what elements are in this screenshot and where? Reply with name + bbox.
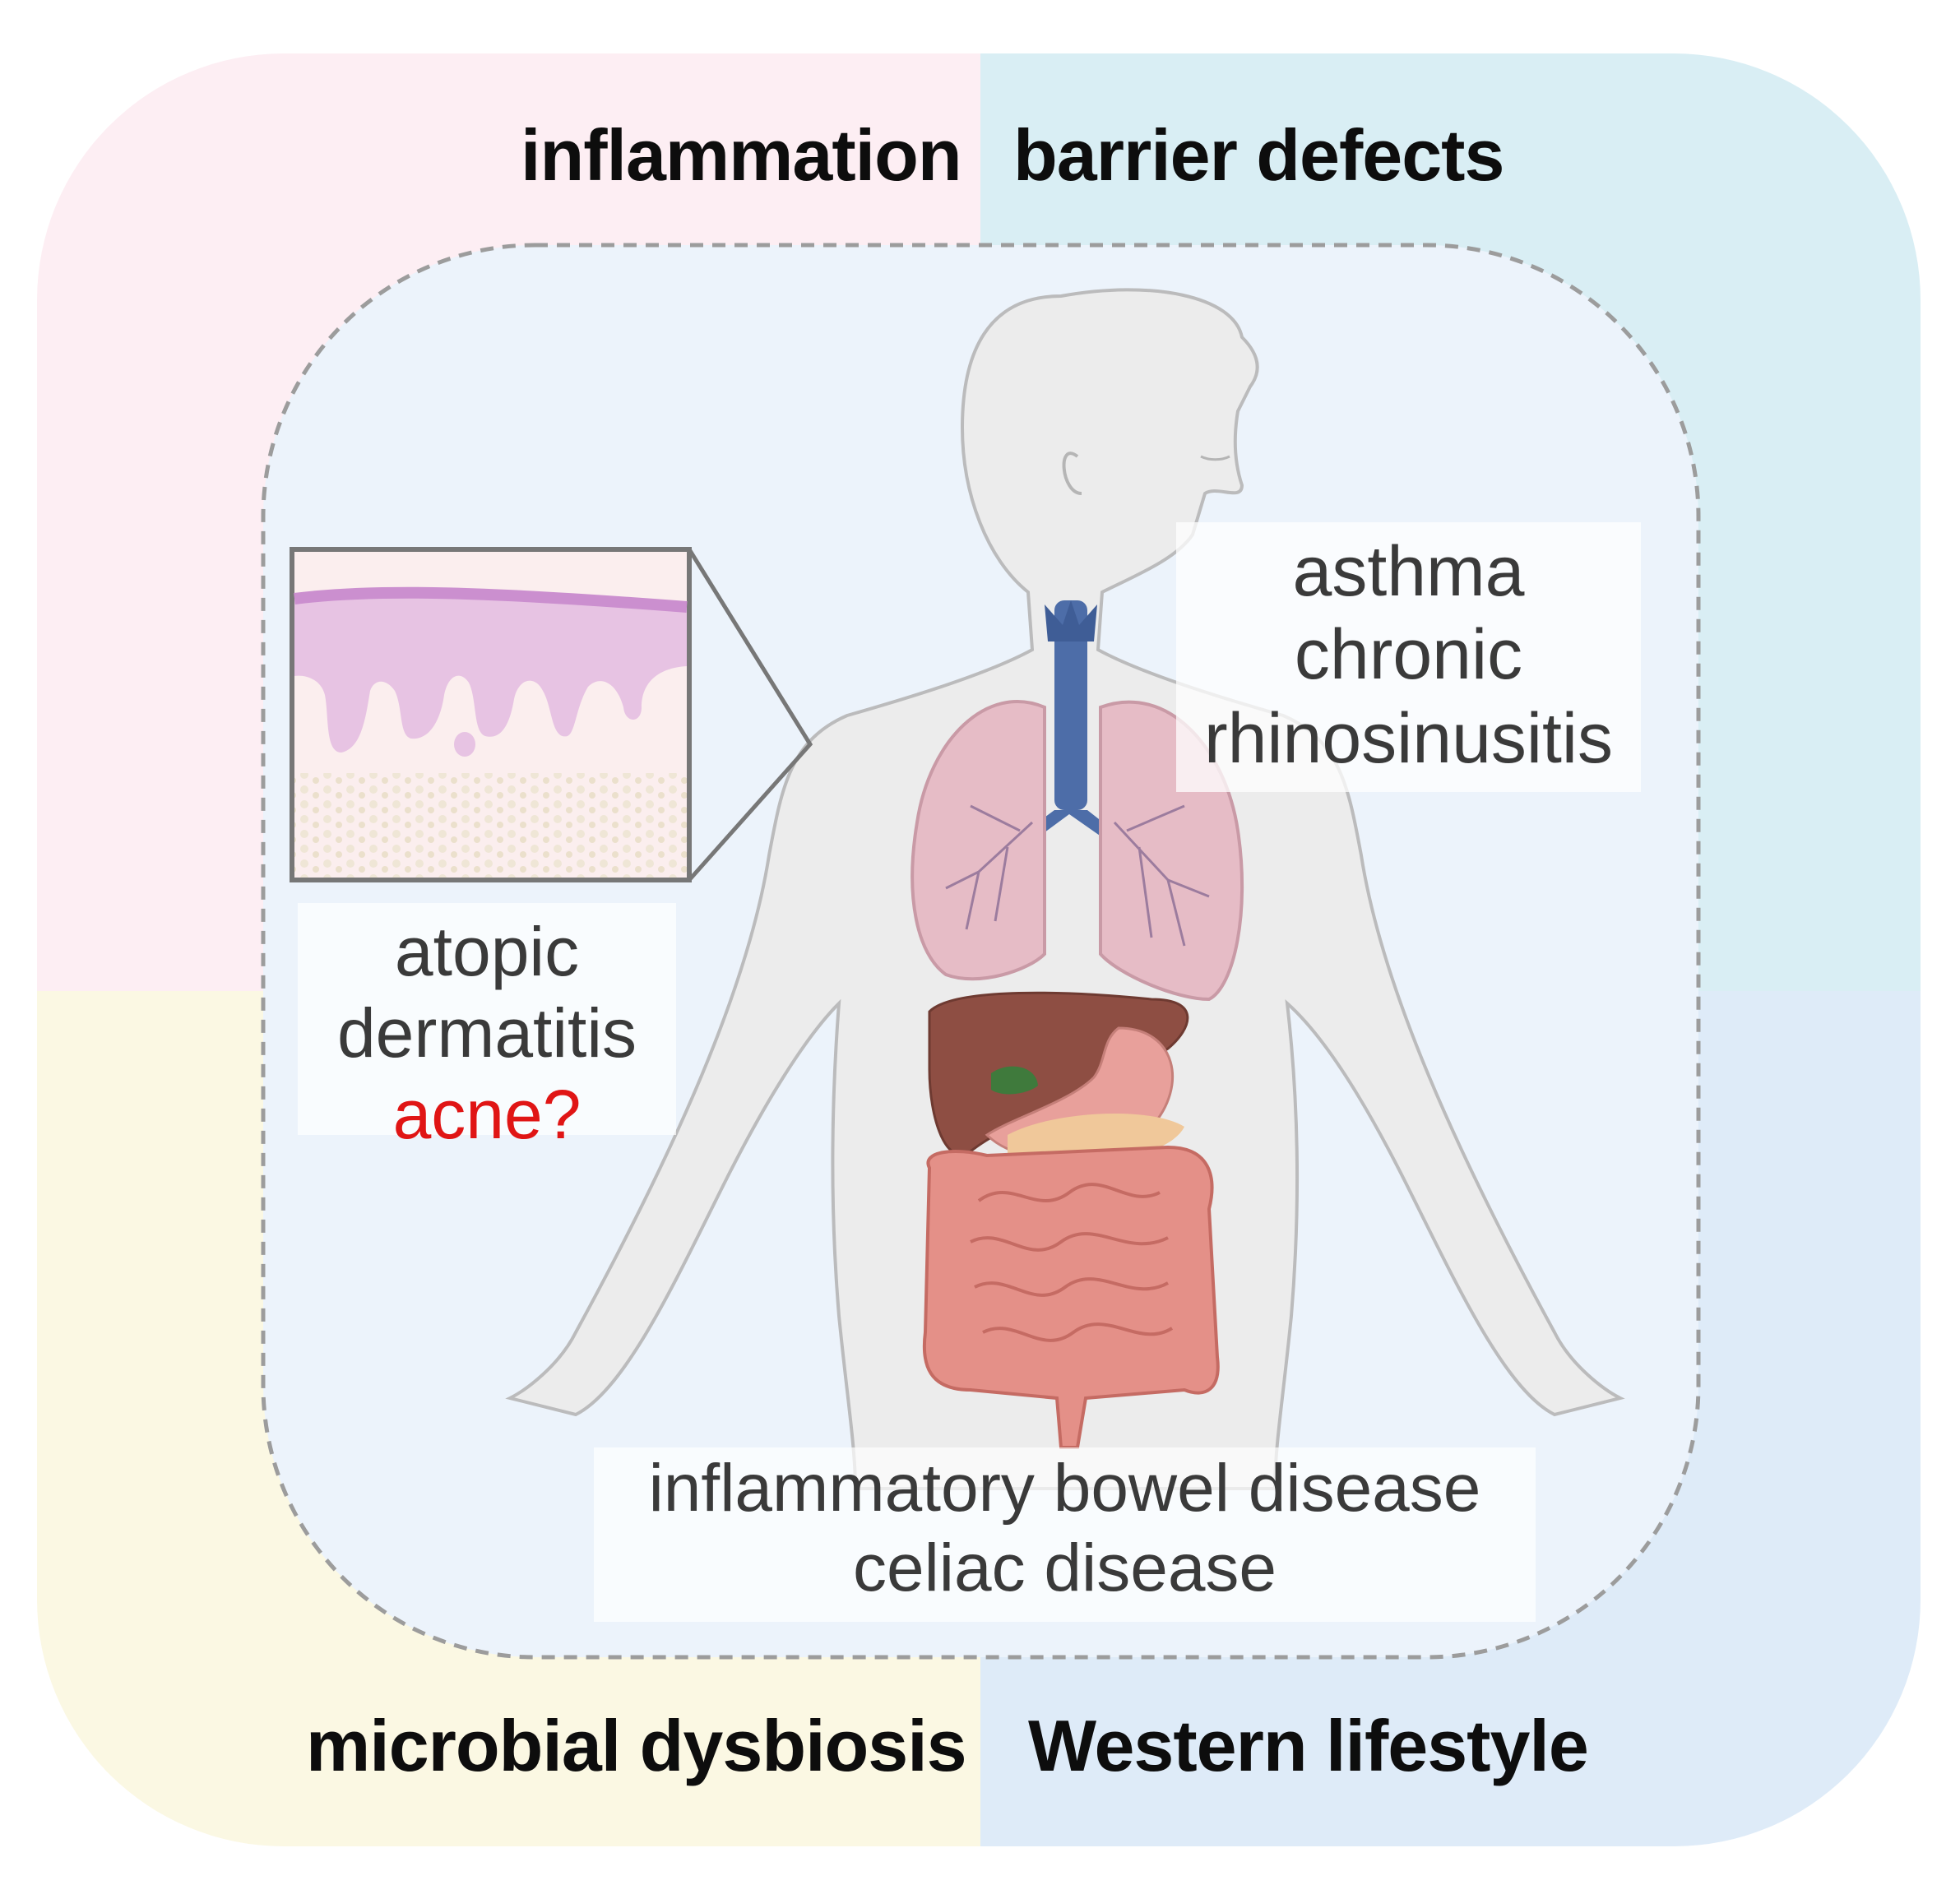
airway-disease-line-2: chronic xyxy=(1294,615,1523,695)
trachea-icon xyxy=(1026,600,1114,837)
human-body-icon xyxy=(505,288,1625,1490)
digestive-upper-icon xyxy=(928,991,1189,1165)
skin-disease-line-1: atopic xyxy=(394,913,580,990)
airway-disease-line-3: rhinosinusitis xyxy=(1203,698,1614,778)
label-microbial-dysbiosis: microbial dysbiosis xyxy=(306,1705,967,1786)
skin-disease-line-3: acne? xyxy=(392,1076,582,1154)
gut-disease-line-2: celiac disease xyxy=(852,1530,1277,1605)
skin-disease-line-2: dermatitis xyxy=(336,994,637,1072)
skin-section-icon xyxy=(290,547,813,882)
label-western-lifestyle: Western lifestyle xyxy=(1028,1705,1589,1786)
label-barrier-defects: barrier defects xyxy=(1013,114,1504,196)
skin-disease-label: atopic dermatitis acne? xyxy=(298,911,676,1156)
gut-label-box xyxy=(594,1447,1536,1622)
airway-disease-label: asthma chronic rhinosinusitis xyxy=(1176,530,1641,780)
airway-label-box xyxy=(1176,522,1641,792)
gut-disease-line-1: inflammatory bowel disease xyxy=(648,1451,1481,1526)
airway-disease-line-1: asthma xyxy=(1292,532,1525,611)
skin-label-box xyxy=(298,903,676,1135)
label-inflammation: inflammation xyxy=(521,114,962,196)
gut-disease-label: inflammatory bowel disease celiac diseas… xyxy=(594,1449,1536,1609)
intestines-icon xyxy=(922,1145,1220,1449)
